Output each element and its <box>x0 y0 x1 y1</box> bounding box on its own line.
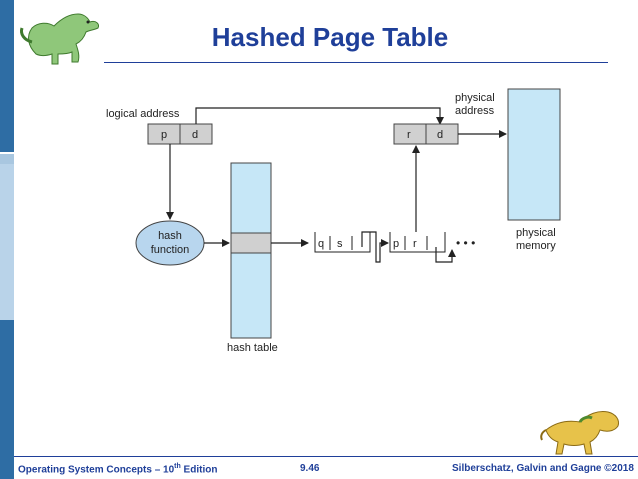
chain-ellipsis: • • • <box>456 236 475 250</box>
footer-book-title-main: Operating System Concepts – 10 <box>18 464 175 476</box>
chain-next-arrow-2 <box>435 247 456 263</box>
logical-address-d: d <box>192 129 198 141</box>
chain-element-2-r: r <box>413 238 417 250</box>
footer-authors: Silberschatz, Galvin and Gagne ©2018 <box>452 463 634 474</box>
chain-element-1-q: q <box>318 238 324 250</box>
footer-book-title-tail: Edition <box>180 464 218 476</box>
sidebar-band-light <box>0 164 14 320</box>
offset-connector-arrow <box>195 107 444 125</box>
footer-book-title: Operating System Concepts – 10th Edition <box>18 463 217 475</box>
chain-element-1-s: s <box>337 238 343 250</box>
dinosaur-mascot-icon <box>540 411 619 455</box>
logical-address-label: logical address <box>106 108 180 120</box>
sidebar-band-thin <box>0 154 14 164</box>
footer-book-title-sup: th <box>174 463 181 470</box>
physical-memory-label-1: physical <box>516 227 556 239</box>
chain-element-2 <box>389 232 446 253</box>
chain-element-1 <box>314 232 371 253</box>
logical-address-p: p <box>161 129 167 141</box>
physical-memory-block <box>507 88 561 221</box>
title-divider <box>104 62 608 63</box>
physical-memory-label-2: memory <box>516 240 556 252</box>
sidebar-decoration <box>0 0 14 479</box>
hash-function-label-2: function <box>151 244 190 256</box>
physical-address-r: r <box>407 129 411 141</box>
hash-table-label: hash table <box>227 342 278 354</box>
hash-function-label-1: hash <box>158 230 182 242</box>
physical-address-d: d <box>437 129 443 141</box>
sidebar-band-bottom <box>0 320 14 479</box>
dinosaur-logo-icon <box>20 13 99 65</box>
chain-next-arrow-1 <box>361 231 389 263</box>
hash-function-node <box>135 220 205 266</box>
footer-slide-number: 9.46 <box>300 463 320 474</box>
page-title: Hashed Page Table <box>211 22 449 52</box>
physical-address-label-1: physical <box>455 92 495 104</box>
sidebar-band-top <box>0 0 14 152</box>
hash-table-entry <box>230 232 272 254</box>
physical-address-label-2: address <box>455 105 495 117</box>
sidebar-gap <box>0 152 14 154</box>
chain-element-2-p: p <box>393 238 399 250</box>
footer-divider <box>14 456 638 457</box>
